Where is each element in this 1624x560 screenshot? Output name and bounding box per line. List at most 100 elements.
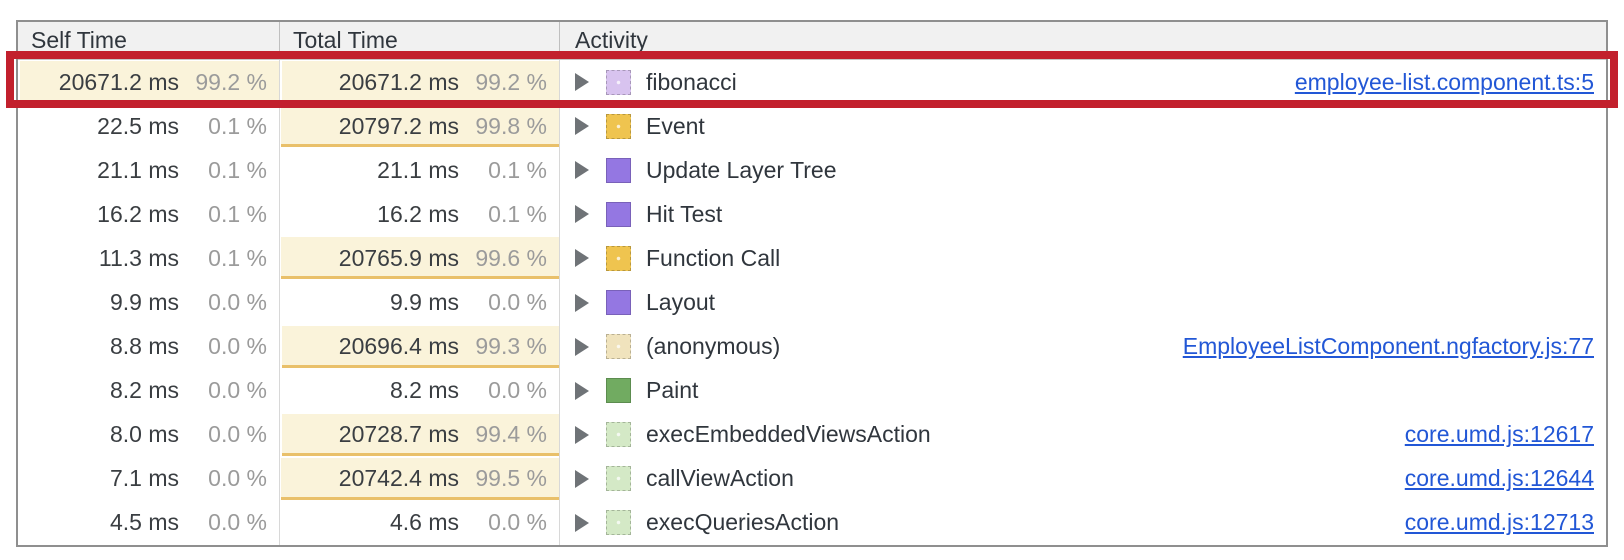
category-swatch-icon [606, 69, 631, 95]
total-time-cell: 20765.9 ms 99.6 % [280, 236, 560, 281]
total-time-percent: 99.5 % [475, 465, 547, 492]
self-time-cell: 11.3 ms 0.1 % [18, 236, 280, 281]
self-time-value: 22.5 ms [97, 112, 179, 139]
total-time-value: 8.2 ms [389, 377, 459, 404]
expand-arrow-icon[interactable] [575, 381, 589, 400]
self-time-cell: 7.1 ms 0.0 % [18, 456, 280, 501]
expand-arrow-icon[interactable] [575, 117, 589, 136]
total-time-cell: 20797.2 ms 99.8 % [280, 104, 560, 149]
expand-arrow-icon[interactable] [575, 293, 589, 312]
self-time-cell: 22.5 ms 0.1 % [18, 104, 280, 149]
total-time-cell: 16.2 ms 0.1 % [280, 192, 560, 237]
expand-arrow-icon[interactable] [575, 513, 589, 532]
table-row[interactable]: 22.5 ms 0.1 % 20797.2 ms 99.8 % Event [18, 104, 1606, 149]
self-time-value: 20671.2 ms [58, 68, 179, 95]
table-row[interactable]: 4.5 ms 0.0 % 4.6 ms 0.0 % execQueriesAct… [18, 500, 1606, 546]
total-time-percent: 99.3 % [475, 333, 547, 360]
total-time-value: 20742.4 ms [338, 465, 459, 492]
activity-cell: Layout [560, 280, 1606, 324]
activity-label: (anonymous) [646, 333, 781, 360]
total-time-value: 20765.9 ms [338, 244, 459, 271]
activity-label: fibonacci [646, 68, 737, 95]
expand-arrow-icon[interactable] [575, 205, 589, 224]
table-row[interactable]: 11.3 ms 0.1 % 20765.9 ms 99.6 % Function… [18, 236, 1606, 281]
expand-arrow-icon[interactable] [575, 425, 589, 444]
self-time-value: 8.0 ms [109, 421, 179, 448]
total-heaviness-bar [281, 237, 559, 280]
column-header-total-time[interactable]: Total Time [280, 22, 560, 59]
self-time-cell: 20671.2 ms 99.2 % [18, 60, 280, 105]
self-time-percent: 0.0 % [208, 289, 267, 316]
table-row[interactable]: 7.1 ms 0.0 % 20742.4 ms 99.5 % callViewA… [18, 456, 1606, 501]
self-time-cell: 8.8 ms 0.0 % [18, 324, 280, 369]
activity-label: callViewAction [646, 465, 794, 492]
total-time-value: 20797.2 ms [338, 112, 459, 139]
activity-cell: callViewAction core.umd.js:12644 [560, 457, 1606, 501]
total-time-cell: 8.2 ms 0.0 % [280, 368, 560, 413]
datagrid-body: 20671.2 ms 99.2 % 20671.2 ms 99.2 % fibo… [18, 60, 1606, 546]
expand-arrow-icon[interactable] [575, 161, 589, 180]
source-location-link[interactable]: EmployeeListComponent.ngfactory.js:77 [1182, 333, 1594, 360]
column-header-activity[interactable]: Activity [575, 27, 648, 53]
source-location-link[interactable]: core.umd.js:12644 [1404, 465, 1594, 492]
activity-label: execEmbeddedViewsAction [646, 421, 931, 448]
source-location-link[interactable]: employee-list.component.ts:5 [1294, 68, 1594, 95]
activity-cell: execEmbeddedViewsAction core.umd.js:1261… [560, 413, 1606, 457]
category-swatch-icon [606, 157, 631, 183]
expand-arrow-icon[interactable] [575, 337, 589, 356]
table-row[interactable]: 20671.2 ms 99.2 % 20671.2 ms 99.2 % fibo… [18, 60, 1606, 105]
self-time-value: 4.5 ms [109, 509, 179, 536]
table-row[interactable]: 8.0 ms 0.0 % 20728.7 ms 99.4 % execEmbed… [18, 412, 1606, 457]
category-swatch-icon [606, 245, 631, 271]
total-time-value: 20696.4 ms [338, 333, 459, 360]
total-time-value: 21.1 ms [377, 156, 459, 183]
total-time-percent: 0.0 % [488, 377, 547, 404]
self-time-cell: 8.0 ms 0.0 % [18, 412, 280, 457]
total-time-percent: 0.0 % [488, 509, 547, 536]
expand-arrow-icon[interactable] [575, 249, 589, 268]
activity-label: Event [646, 112, 705, 139]
self-time-percent: 0.0 % [208, 377, 267, 404]
activity-cell: Function Call [560, 236, 1606, 280]
datagrid-header: Self Time Total Time Activity [18, 22, 1606, 60]
datagrid: Self Time Total Time Activity 20671.2 ms… [16, 20, 1608, 547]
self-time-value: 9.9 ms [109, 289, 179, 316]
table-row[interactable]: 8.8 ms 0.0 % 20696.4 ms 99.3 % (anonymou… [18, 324, 1606, 369]
total-time-cell: 20728.7 ms 99.4 % [280, 412, 560, 457]
column-header-self-time[interactable]: Self Time [18, 22, 280, 59]
self-time-percent: 0.0 % [208, 465, 267, 492]
activity-cell: Paint [560, 369, 1606, 413]
self-time-percent: 0.1 % [208, 156, 267, 183]
self-time-value: 11.3 ms [98, 244, 179, 271]
total-time-value: 9.9 ms [389, 289, 459, 316]
table-row[interactable]: 21.1 ms 0.1 % 21.1 ms 0.1 % Update Layer… [18, 148, 1606, 193]
category-swatch-icon [606, 334, 631, 360]
category-swatch-icon [606, 113, 631, 139]
expand-arrow-icon[interactable] [575, 469, 589, 488]
activity-cell: Update Layer Tree [560, 148, 1606, 192]
activity-label: Hit Test [646, 200, 723, 227]
activity-label: Paint [646, 377, 699, 404]
expand-arrow-icon[interactable] [575, 73, 589, 92]
total-time-percent: 99.4 % [475, 421, 547, 448]
total-time-value: 16.2 ms [377, 200, 459, 227]
source-location-link[interactable]: core.umd.js:12713 [1404, 509, 1594, 536]
source-location-link[interactable]: core.umd.js:12617 [1404, 421, 1594, 448]
self-time-percent: 0.0 % [208, 333, 267, 360]
table-row[interactable]: 9.9 ms 0.0 % 9.9 ms 0.0 % Layout [18, 280, 1606, 325]
total-time-percent: 0.1 % [488, 200, 547, 227]
table-row[interactable]: 8.2 ms 0.0 % 8.2 ms 0.0 % Paint [18, 368, 1606, 413]
category-swatch-icon [606, 378, 631, 404]
self-time-value: 8.8 ms [109, 333, 179, 360]
activity-label: Update Layer Tree [646, 156, 837, 183]
category-swatch-icon [606, 510, 631, 536]
self-time-percent: 0.0 % [208, 509, 267, 536]
total-time-cell: 9.9 ms 0.0 % [280, 280, 560, 325]
total-time-value: 4.6 ms [389, 509, 459, 536]
total-time-cell: 20696.4 ms 99.3 % [280, 324, 560, 369]
self-time-value: 21.1 ms [97, 156, 179, 183]
activity-cell: execQueriesAction core.umd.js:12713 [560, 501, 1606, 545]
table-row[interactable]: 16.2 ms 0.1 % 16.2 ms 0.1 % Hit Test [18, 192, 1606, 237]
total-time-cell: 21.1 ms 0.1 % [280, 148, 560, 193]
category-swatch-icon [606, 290, 631, 316]
